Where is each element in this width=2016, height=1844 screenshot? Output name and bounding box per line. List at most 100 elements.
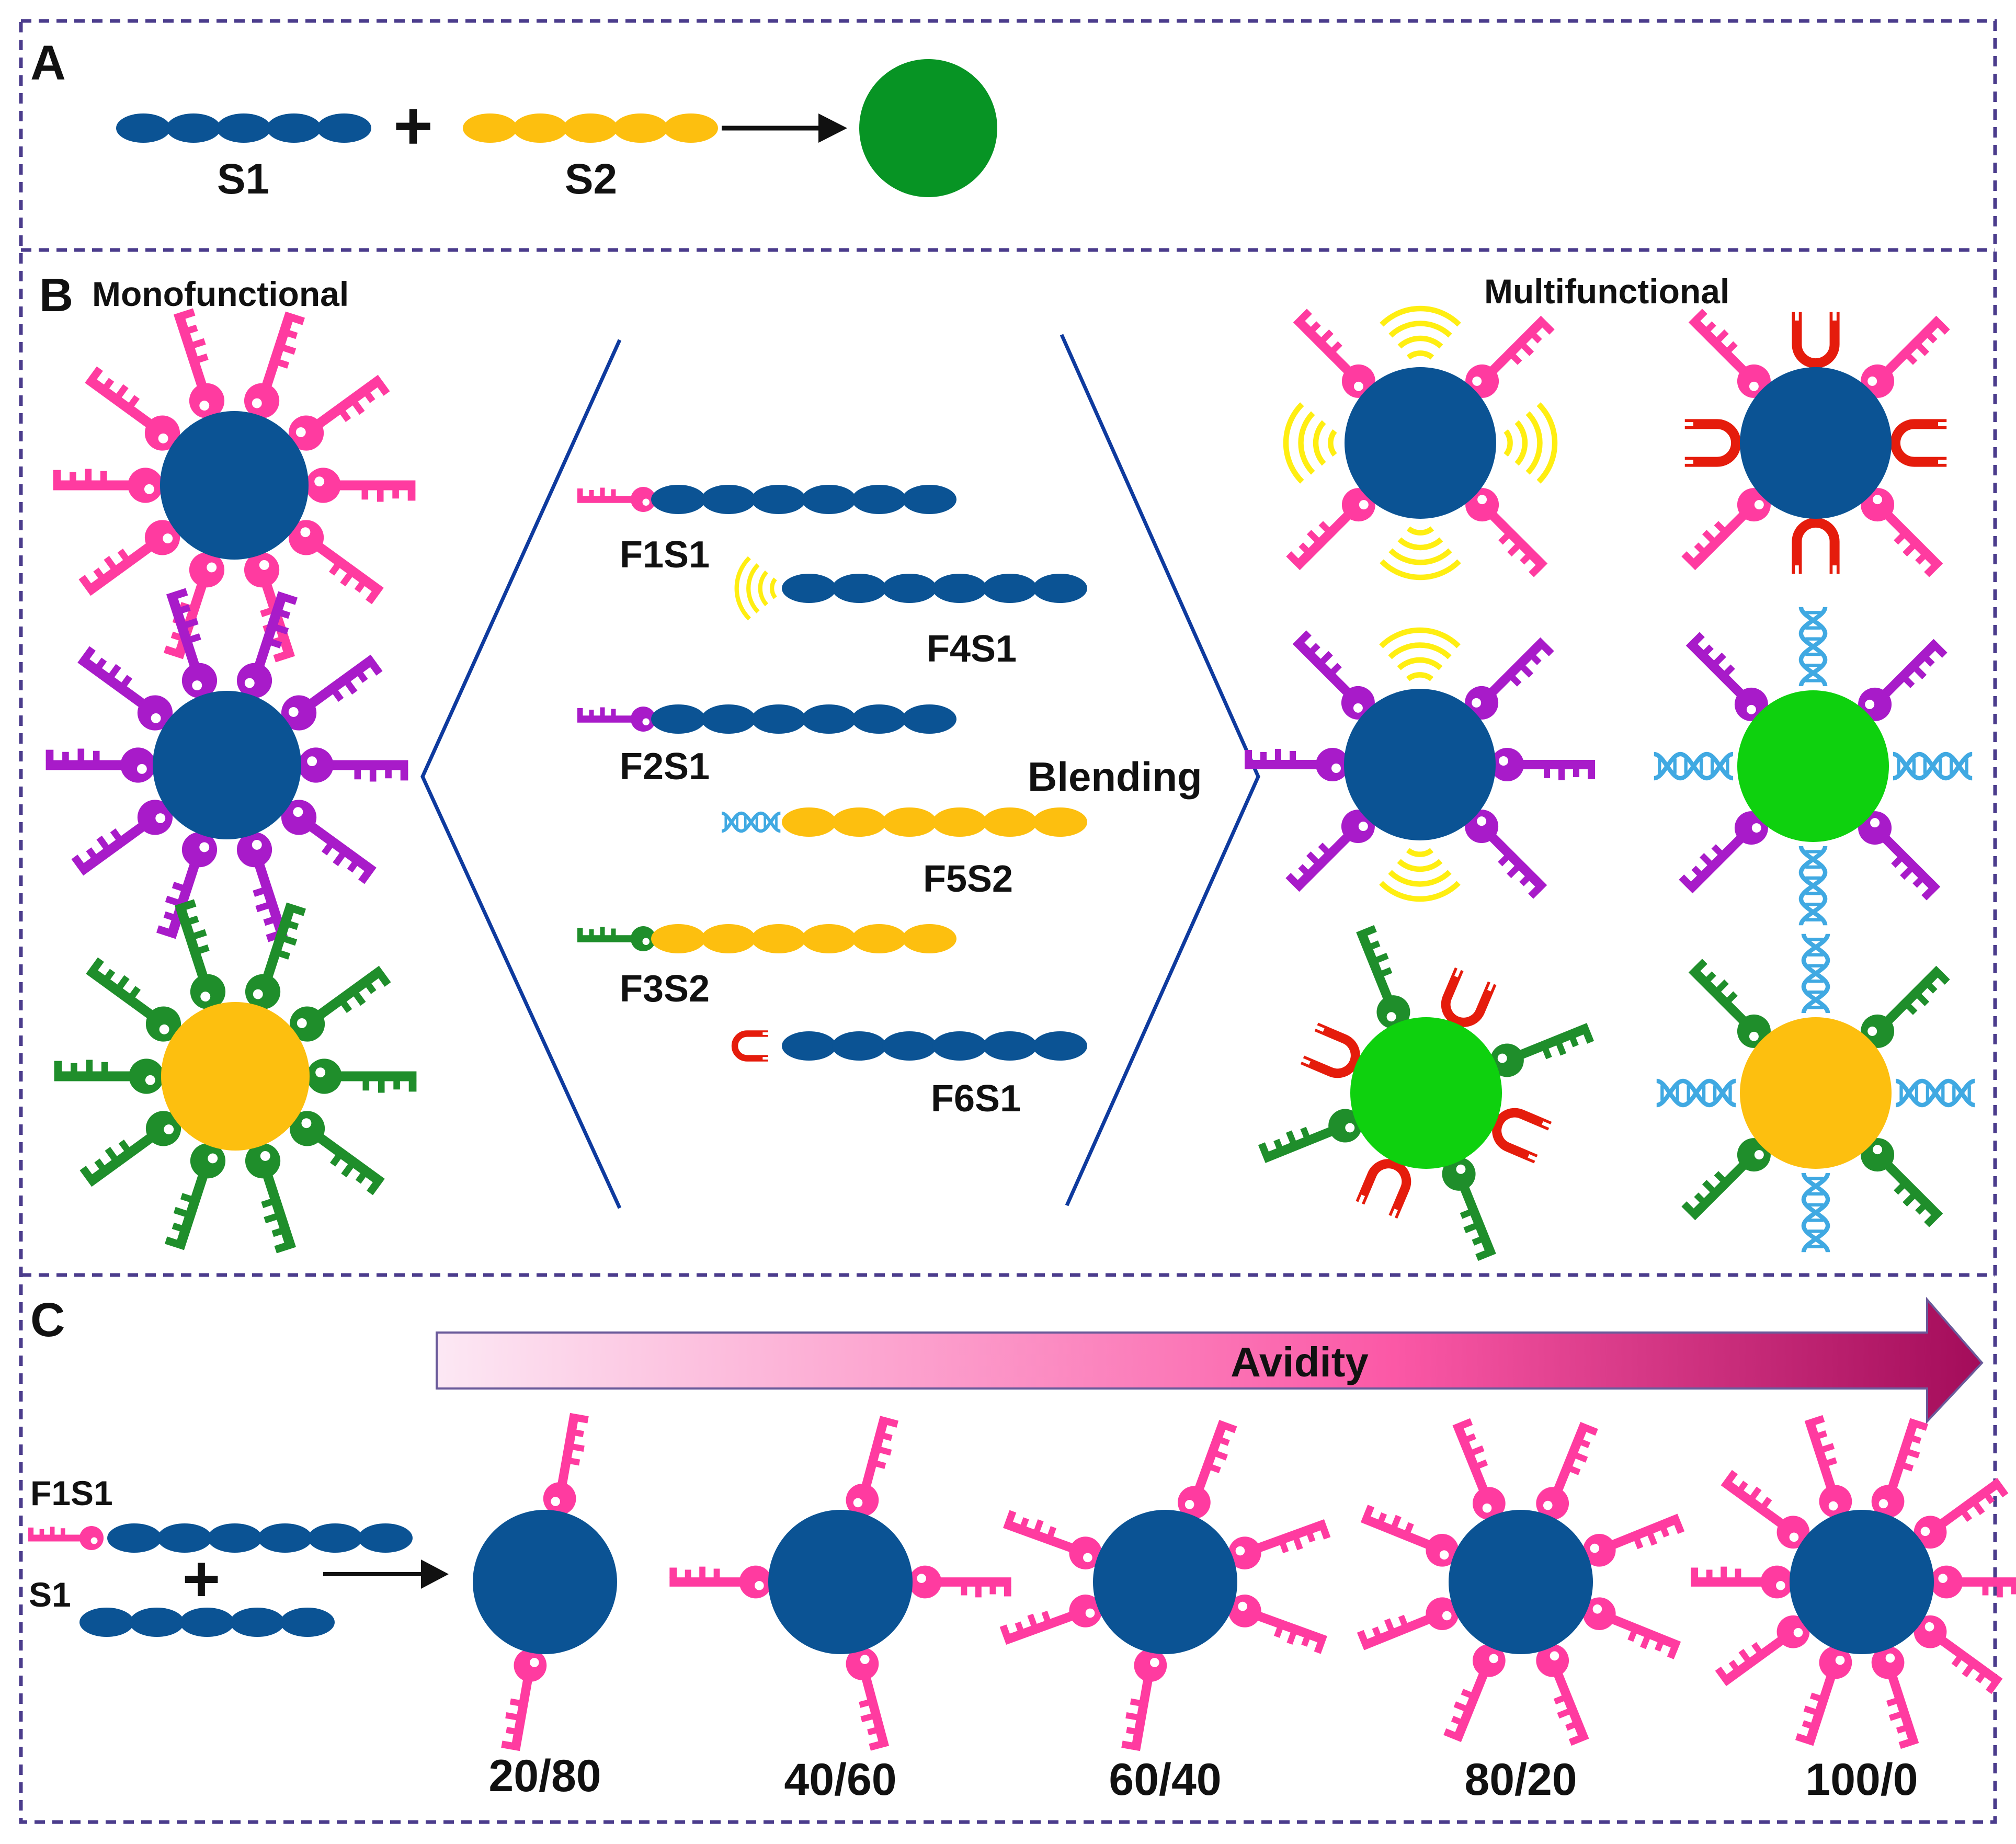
s2-monomers — [463, 113, 718, 143]
mix-plus-sign: + — [183, 1543, 221, 1615]
dna-helix-icon — [722, 813, 780, 831]
avidity-particle-2 — [669, 1413, 1011, 1751]
monomer-unit — [802, 924, 856, 953]
dna-helix-icon — [1804, 1173, 1828, 1252]
magnet-icon — [1302, 1027, 1361, 1079]
key-icon — [1714, 1609, 1816, 1696]
panel-c-letter: C — [30, 1293, 65, 1347]
key-icon — [282, 1103, 392, 1197]
monomer-unit — [832, 807, 886, 837]
monomer-unit — [802, 485, 856, 514]
monomer-unit — [230, 1608, 284, 1637]
signal-waves-icon — [1381, 850, 1459, 900]
monomer-unit — [902, 704, 956, 734]
monomer-unit — [983, 807, 1037, 837]
key-icon — [1224, 1590, 1331, 1656]
monomer-unit — [802, 704, 856, 734]
mix-s1-monomers — [79, 1608, 335, 1637]
f1s1-chain — [577, 485, 956, 514]
multifunctional-particles — [1245, 307, 1975, 1262]
monomer-unit — [852, 485, 906, 514]
key-icon — [1119, 1646, 1170, 1754]
monomer-unit — [280, 1608, 335, 1637]
monomer-unit — [882, 807, 937, 837]
key-icon — [577, 926, 656, 951]
panel-frame — [19, 19, 1997, 1824]
key-icon — [1793, 1642, 1856, 1750]
avidity-gradient-arrow — [436, 1296, 1984, 1425]
key-icon — [1490, 748, 1595, 781]
blending-label: Blending — [1028, 754, 1202, 800]
key-icon — [1224, 1508, 1331, 1574]
key-icon — [77, 513, 187, 606]
f4s1-chain-monomers — [782, 574, 1087, 603]
dna-helix-icon — [1801, 607, 1825, 686]
f3s2-chain — [577, 924, 956, 953]
signal-waves-icon — [1506, 404, 1555, 482]
key-icon — [908, 1565, 1011, 1599]
monomer-unit — [852, 704, 906, 734]
magnet-icon — [1491, 1107, 1551, 1159]
key-icon — [1441, 1417, 1511, 1525]
dna-helix-icon — [1801, 846, 1825, 925]
monomer-unit — [651, 924, 705, 953]
monomer-unit — [701, 704, 756, 734]
ratio-label-1: 20/80 — [488, 1751, 601, 1801]
monomer-unit — [751, 704, 806, 734]
key-icon — [1173, 1416, 1239, 1523]
mix-label-s1: S1 — [29, 1575, 71, 1614]
chain-label-f6s1: F6S1 — [931, 1078, 1021, 1120]
monomer-unit — [613, 113, 668, 143]
key-icon — [577, 707, 656, 732]
monomer-unit — [130, 1608, 184, 1637]
key-icon — [298, 747, 408, 783]
s2-label: S2 — [565, 155, 617, 203]
s2-chain — [463, 113, 718, 143]
monomer-unit — [651, 704, 705, 734]
key-icon — [162, 308, 229, 423]
purple-key-particle — [45, 587, 408, 943]
monomer-unit — [267, 113, 321, 143]
ratio-label-2: 40/60 — [784, 1755, 896, 1805]
ratio-label-5: 100/0 — [1805, 1755, 1918, 1805]
nanoparticle-core — [153, 691, 301, 839]
monomer-unit — [258, 1523, 312, 1553]
key-icon — [499, 1646, 550, 1754]
ratio-label-4: 80/20 — [1464, 1755, 1577, 1805]
monomer-unit — [983, 574, 1037, 603]
green-key-particle — [54, 898, 417, 1254]
monomer-unit — [751, 485, 806, 514]
key-icon — [1691, 1565, 1794, 1599]
dna-helix-icon — [1896, 1081, 1975, 1105]
dna-helix-icon — [1657, 1081, 1736, 1105]
mix-label-f1s1: F1S1 — [30, 1474, 113, 1512]
monomer-unit — [932, 1031, 987, 1061]
ratio-label-3: 60/40 — [1109, 1755, 1221, 1805]
monomer-unit — [832, 1031, 886, 1061]
avidity-particle-3 — [999, 1416, 1331, 1754]
key-icon — [1531, 1417, 1600, 1525]
monomer-unit — [664, 113, 718, 143]
f5s2-chain — [722, 807, 1087, 837]
magnet-icon — [1797, 311, 1835, 363]
signal-waves-icon — [737, 558, 776, 619]
key-icon — [54, 1058, 164, 1094]
green-nanoparticle — [859, 59, 997, 197]
monomer-unit — [983, 1031, 1037, 1061]
monomer-unit — [217, 113, 271, 143]
key-icon — [1356, 1592, 1464, 1661]
magnet-icon — [1895, 424, 1947, 462]
signal-waves-icon — [1382, 529, 1459, 578]
key-icon — [240, 308, 307, 423]
key-icon — [77, 365, 187, 458]
multi-key-dna-particle — [1654, 607, 1972, 925]
monomer-unit — [832, 574, 886, 603]
dna-helix-icon — [1654, 754, 1733, 778]
s1-monomers — [116, 113, 371, 143]
key-icon — [1356, 1502, 1464, 1572]
magnet-icon — [1440, 969, 1493, 1028]
key-icon — [1531, 1639, 1600, 1747]
f3s2-chain-monomers — [651, 924, 956, 953]
key-icon — [306, 1058, 417, 1094]
key-icon — [78, 955, 188, 1049]
